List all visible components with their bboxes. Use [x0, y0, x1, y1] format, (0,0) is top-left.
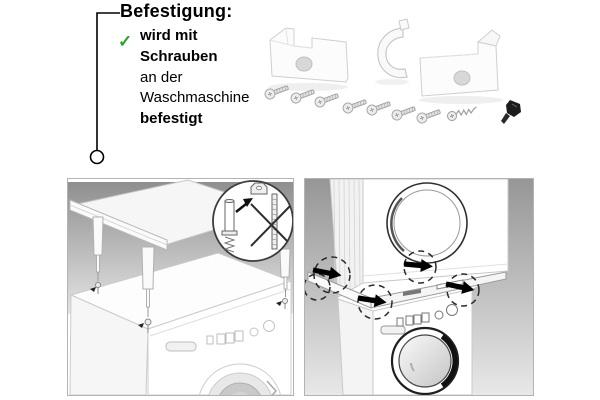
- tapping-screw-image: [447, 106, 477, 121]
- stacked-machines-illustration: [305, 179, 533, 395]
- tiny-mark: [138, 323, 144, 328]
- annotation-line: befestigt: [140, 110, 203, 128]
- control-knob: [249, 327, 259, 337]
- control-buttons: [206, 330, 244, 345]
- control-knob: [434, 310, 444, 320]
- mounting-bracket-left-image: [268, 27, 349, 91]
- diagram-panel-stacked-machines: [304, 178, 534, 396]
- direction-arrow: [235, 198, 253, 213]
- screwdriver-bit-image: [501, 100, 521, 124]
- annotation-line: an der: [140, 68, 183, 86]
- detergent-drawer: [165, 341, 197, 352]
- machine-screws-image: [264, 85, 441, 124]
- annotation-line: Waschmaschine: [140, 89, 250, 107]
- stacking-frame-rail: [307, 271, 507, 309]
- plastic-clip-image: [375, 18, 410, 85]
- wall-right: [472, 179, 533, 395]
- washer-door: [198, 363, 282, 395]
- wrong-screw-crossed-out: [250, 193, 293, 250]
- cap-nut: [250, 182, 268, 195]
- door-handle: [440, 334, 458, 388]
- section-heading: Befestigung:: [120, 1, 233, 21]
- washing-machine-drawing: [69, 252, 293, 395]
- correct-screw-pin: [221, 199, 238, 253]
- mounting-bracket-right-image: [419, 29, 503, 104]
- control-buttons: [396, 312, 430, 327]
- fastening-point-circles: [305, 250, 480, 320]
- checkmark-icon: ✓: [118, 32, 133, 51]
- screwdriver: [141, 246, 155, 333]
- dryer-drawing: [329, 179, 509, 298]
- frame-installation-illustration: [68, 179, 293, 395]
- diagram-panel-frame-installation: [67, 178, 294, 396]
- control-knob: [446, 304, 458, 316]
- annotation-text: wird mit Schrauben an der Waschmaschine …: [140, 26, 249, 130]
- x-cross-icon: [250, 203, 293, 247]
- dryer-door: [386, 182, 468, 264]
- annotation-line: wird mit: [140, 27, 198, 44]
- control-knob: [263, 320, 275, 332]
- washer-door: [390, 326, 460, 395]
- screwdriver: [92, 216, 104, 294]
- fastening-arrows: [312, 259, 475, 308]
- callout-bracket-line: [89, 12, 120, 165]
- detergent-drawer: [380, 325, 406, 335]
- callout-anchor-circle: [89, 149, 105, 165]
- tiny-mark: [276, 301, 282, 306]
- parts-photo: [264, 18, 521, 124]
- washer-drawing: [337, 288, 473, 395]
- annotation-line: Schrauben: [140, 47, 218, 65]
- tiny-mark: [90, 287, 96, 292]
- detail-inset: [212, 180, 293, 262]
- screwdriver: [279, 248, 291, 309]
